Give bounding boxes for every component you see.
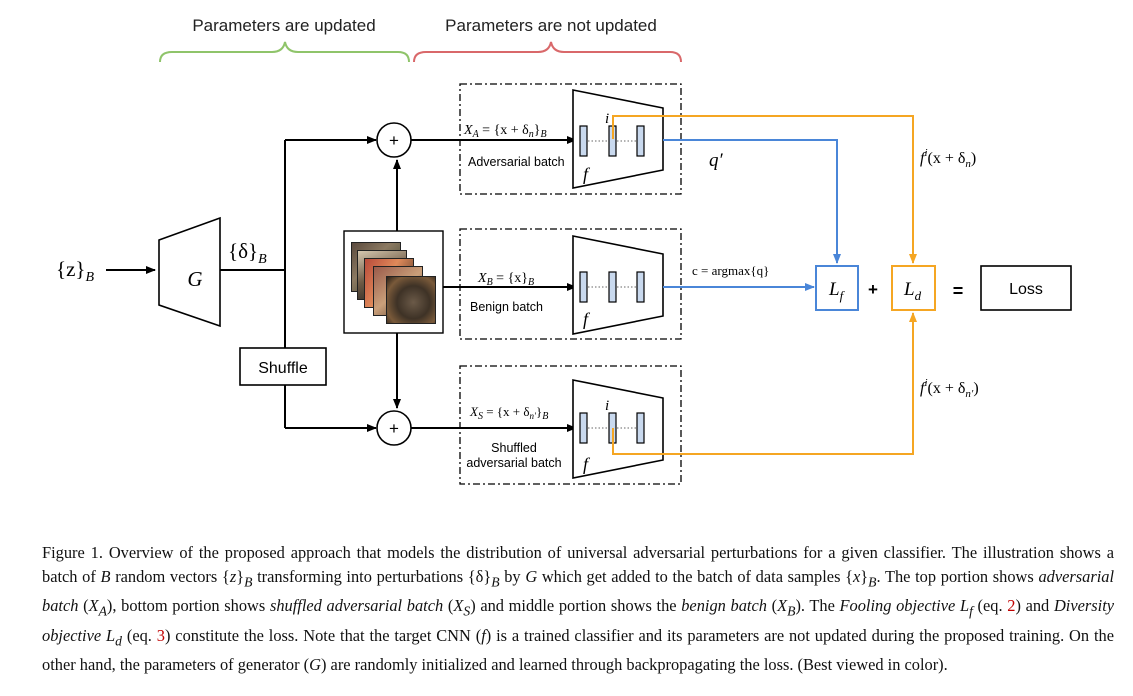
sample-image-5 — [386, 276, 436, 324]
argmax-label: c = argmax{q} — [692, 263, 769, 278]
layer-bot-1 — [579, 412, 588, 444]
shuffle-label: Shuffle — [258, 360, 308, 377]
classifier-f-label-middle: f — [583, 309, 591, 329]
generator-label: G — [187, 267, 202, 291]
layer-top-3 — [636, 125, 645, 157]
shuffle-box — [239, 347, 327, 386]
plus-between-losses: + — [868, 280, 878, 299]
loss-box — [980, 265, 1072, 311]
ld-label: Ld — [903, 279, 922, 303]
layer-mid-2 — [608, 271, 617, 303]
layer-bot-3 — [636, 412, 645, 444]
edge-fi-bottom — [612, 312, 917, 455]
eq2-link[interactable]: 2 — [1007, 596, 1016, 616]
shuf-formula: XS = {x + δn′}B — [469, 404, 548, 422]
diversity-objective-box — [891, 265, 936, 311]
fooling-objective-box — [815, 265, 859, 311]
plus-symbol-top: + — [389, 131, 399, 150]
adv-formula: XA = {x + δn}B — [463, 123, 547, 140]
eq3-link[interactable]: 3 — [156, 625, 165, 645]
fi-bottom-label: fi(x + δn′) — [920, 377, 979, 400]
shuffled-batch-box — [459, 365, 682, 485]
updated-brace — [159, 41, 410, 63]
figure-caption: Figure 1. Overview of the proposed appro… — [42, 543, 1115, 674]
equals-symbol: = — [953, 281, 964, 301]
layer-mid-3 — [636, 271, 645, 303]
plus-symbol-bottom: + — [389, 419, 399, 438]
layer-mid-1 — [579, 271, 588, 303]
header-updated: Parameters are updated — [192, 16, 375, 35]
input-z-label: {z}B — [56, 257, 94, 285]
shuf-caption-line2: adversarial batch — [466, 456, 561, 470]
q-prime-label: q′ — [709, 150, 724, 171]
benign-caption: Benign batch — [470, 300, 543, 314]
not-updated-brace — [413, 41, 682, 63]
header-not-updated: Parameters are not updated — [445, 16, 657, 35]
approach-diagram: Parameters are updated Parameters are no… — [56, 16, 1072, 485]
benign-batch-box — [459, 228, 682, 340]
loss-label: Loss — [1009, 281, 1043, 298]
shuf-caption-line1: Shuffled — [491, 441, 537, 455]
lf-label: Lf — [828, 279, 846, 303]
fi-top-label: fi(x + δn) — [920, 147, 976, 170]
classifier-f-middle — [572, 235, 664, 335]
benign-formula: XB = {x}B — [477, 271, 534, 288]
layer-top-1 — [579, 125, 588, 157]
perturbation-label: {δ}B — [228, 239, 267, 267]
classifier-f-top — [572, 89, 664, 189]
adv-caption: Adversarial batch — [468, 155, 565, 169]
layer-i-label-bottom: i — [605, 398, 609, 414]
classifier-f-label-top: f — [583, 164, 591, 184]
classifier-f-label-bottom: f — [583, 454, 591, 474]
edge-fi-top — [612, 115, 917, 264]
generator-g — [158, 216, 221, 328]
layer-i-label-top: i — [605, 111, 609, 127]
edge-q-prime — [663, 139, 841, 264]
